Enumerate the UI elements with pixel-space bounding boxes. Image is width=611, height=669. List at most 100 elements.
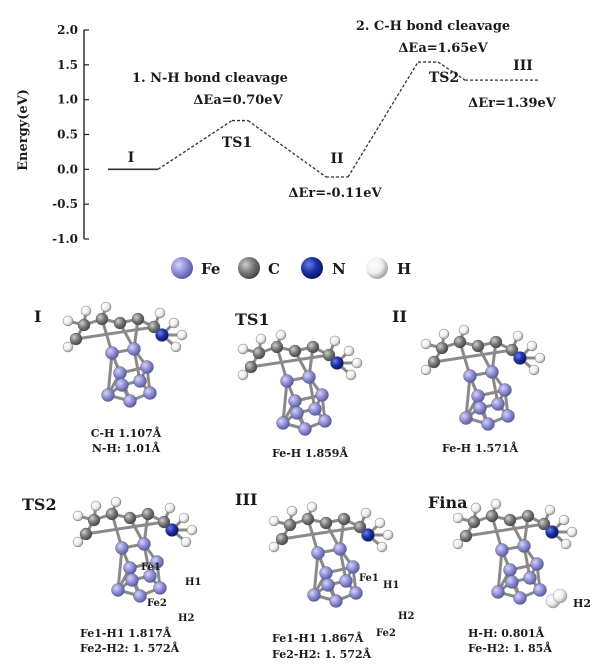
bond-stick — [432, 348, 514, 364]
legend-label-h: H — [397, 260, 411, 278]
fe-atom — [491, 397, 505, 411]
n-atom — [330, 356, 344, 370]
h-atom — [526, 340, 538, 352]
c-atom — [105, 507, 119, 521]
molecule-model — [268, 501, 394, 608]
fe-atom — [113, 366, 127, 380]
h-atom — [62, 341, 74, 353]
fe-atom — [125, 573, 139, 587]
h-atom-icon — [366, 257, 388, 279]
molecule-model — [72, 496, 198, 603]
step1-title: 1. N-H bond cleavage — [132, 71, 288, 86]
fe-atom — [485, 365, 499, 379]
fe-atom — [523, 571, 537, 585]
connector-line — [347, 61, 419, 178]
c-atom — [471, 339, 485, 353]
fe-atom-icon — [171, 257, 193, 279]
fe-atom — [498, 383, 512, 397]
h-atom — [534, 352, 546, 364]
legend-item-c: C — [238, 257, 280, 279]
c-atom — [141, 507, 155, 521]
legend-item-fe: Fe — [171, 257, 220, 279]
h-atom — [438, 328, 450, 340]
h-atom — [62, 315, 74, 327]
c-atom — [459, 529, 473, 543]
h-atom — [490, 498, 502, 510]
structure-panel-III: III Fe1 H1 H2 Fe2 Fe1-H1 1.867Å Fe2-H2: … — [235, 490, 414, 661]
c-atom — [147, 320, 161, 334]
n-atom — [545, 525, 559, 539]
h-atom — [560, 538, 572, 550]
y-tick-label: 2.0 — [57, 23, 78, 37]
fe-atom — [491, 585, 505, 599]
fe-atom — [302, 370, 316, 384]
structure-panel-Fina: Fina H2 H-H: 0.801Å Fe-H2: 1. 85Å — [428, 493, 591, 655]
h-atom — [343, 345, 355, 357]
fe-atom — [133, 589, 147, 603]
h-atom — [170, 341, 182, 353]
fe-atom — [503, 563, 517, 577]
fe-atom — [349, 586, 363, 600]
n-atom — [513, 351, 527, 365]
bond-stick — [464, 374, 472, 420]
c-atom — [435, 341, 449, 355]
c-atom — [95, 312, 109, 326]
structure-label: III — [235, 490, 257, 509]
fe-atom — [308, 402, 322, 416]
bond-stick — [116, 546, 124, 592]
c-atom — [427, 355, 441, 369]
bond-stick — [464, 522, 546, 538]
c-atom — [489, 335, 503, 349]
c-atom — [467, 515, 481, 529]
c-atom — [319, 516, 333, 530]
h-atom — [345, 369, 357, 381]
fe-atom — [530, 557, 544, 571]
atom-label-fe1: Fe1 — [359, 573, 379, 584]
bond-length-note: Fe2-H2: 1. 572Å — [80, 641, 180, 655]
y-tick-label: -0.5 — [52, 197, 78, 211]
legend-item-h: H — [366, 257, 411, 279]
connector-line — [437, 61, 466, 81]
energy-profile: 2.01.51.00.50.0-0.5-1.0 Energy(eV) I TS1… — [16, 19, 557, 246]
fe-atom — [333, 542, 347, 556]
h-atom — [237, 343, 249, 355]
c-atom — [252, 346, 266, 360]
y-tick-label: 0.0 — [57, 162, 78, 176]
bond-length-note: Fe-H2: 1. 85Å — [468, 641, 552, 655]
bond-stick — [280, 525, 362, 541]
molecule-model — [237, 329, 363, 436]
c-atom — [131, 312, 145, 326]
h-atom — [360, 507, 372, 519]
h-atom — [268, 515, 280, 527]
bond-stick — [281, 379, 289, 425]
fe-atom — [505, 575, 519, 589]
c-atom — [537, 517, 551, 531]
atom-label-fe1: Fe1 — [141, 562, 161, 573]
c-atom — [270, 340, 284, 354]
bond-length-note: N-H: 1.01Å — [92, 441, 161, 455]
bond-stick — [74, 325, 156, 341]
fe-atom — [123, 561, 137, 575]
bond-stick — [496, 548, 504, 594]
fe-atom — [115, 541, 129, 555]
fe-atom — [115, 378, 129, 392]
h-atom — [544, 504, 556, 516]
h-atom — [420, 364, 432, 376]
h-atom — [452, 512, 464, 524]
n-atom — [361, 528, 375, 542]
c-atom — [123, 511, 137, 525]
c-atom — [157, 515, 171, 529]
bond-length-note: C-H 1.107Å — [91, 426, 162, 440]
fe-atom — [329, 594, 343, 608]
h-atom — [164, 502, 176, 514]
n-atom — [165, 523, 179, 537]
c-atom — [353, 520, 367, 534]
fe-atom — [473, 401, 487, 415]
fe-atom — [307, 588, 321, 602]
c-atom — [503, 513, 517, 527]
fe-atom — [495, 543, 509, 557]
bond-stick — [312, 551, 320, 597]
h-atom — [90, 500, 102, 512]
structure-label: TS1 — [235, 310, 270, 329]
c-atom — [521, 509, 535, 523]
